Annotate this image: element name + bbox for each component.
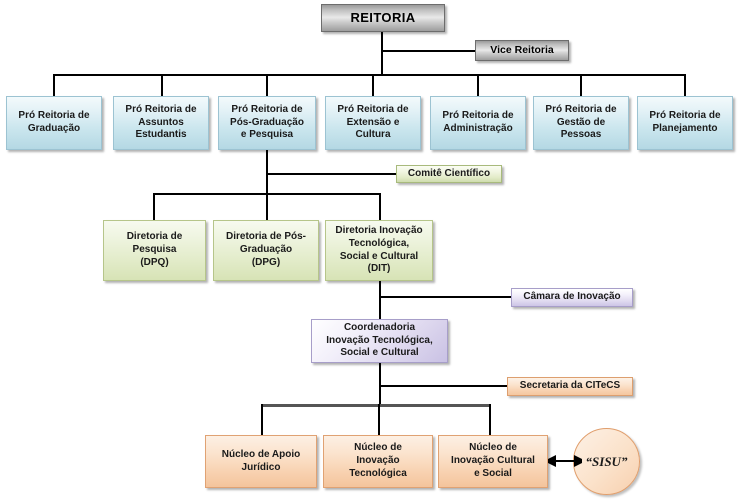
node-coordenadoria-inovacao[interactable]: Coordenadoria Inovação Tecnológica, Soci…: [311, 319, 448, 363]
node-comite-cientifico-label: Comitê Científico: [407, 167, 491, 179]
node-sisu-label: “SISU”: [585, 453, 628, 469]
node-vice-reitoria[interactable]: Vice Reitoria: [475, 40, 569, 61]
node-pro-reitoria-assuntos-estudantis[interactable]: Pró Reitoria de Assuntos Estudantis: [113, 96, 209, 150]
connector-drop-extensao: [372, 74, 374, 96]
connector-reitoria-stem: [381, 32, 383, 74]
connector-coordenadoria-stem: [379, 363, 381, 406]
node-nucleo-inovacao-tecnologica[interactable]: Núcleo de Inovação Tecnológica: [323, 435, 433, 488]
node-vice-reitoria-label: Vice Reitoria: [490, 43, 554, 56]
connector-to-camara-inovacao: [379, 296, 512, 298]
connector-drop-nucleo-juridico: [261, 404, 263, 435]
node-pro-reitoria-planejamento[interactable]: Pró Reitoria de Planejamento: [637, 96, 733, 150]
node-secretaria-citecs-label: Secretaria da CITeCS: [519, 380, 621, 392]
connector-nucleos-bus: [261, 404, 490, 407]
node-camara-inovacao[interactable]: Câmara de Inovação: [511, 288, 633, 307]
node-nucleo-apoio-juridico-label: Núcleo de Apoio Jurídico: [221, 448, 301, 473]
double-arrow-nucleo-cultural-sisu: [548, 455, 582, 467]
connector-drop-gestao: [580, 74, 582, 96]
node-pro-reitoria-graduacao[interactable]: Pró Reitoria de Graduação: [6, 96, 102, 150]
node-pro-reitoria-gestao-pessoas-label: Pró Reitoria de Gestão de Pessoas: [545, 103, 617, 141]
node-nucleo-inovacao-tecnologica-label: Núcleo de Inovação Tecnológica: [349, 442, 407, 479]
connector-drop-planejamento: [684, 74, 686, 96]
connector-drop-nucleo-tecnologica: [378, 404, 380, 435]
node-coordenadoria-inovacao-label: Coordenadoria Inovação Tecnológica, Soci…: [326, 321, 433, 359]
node-secretaria-citecs[interactable]: Secretaria da CITeCS: [507, 377, 633, 396]
connector-drop-nucleo-cultural: [489, 404, 491, 435]
node-diretoria-pesquisa[interactable]: Diretoria de Pesquisa (DPQ): [103, 220, 206, 281]
connector-to-secretaria-citecs: [379, 385, 508, 387]
node-pro-reitoria-administracao[interactable]: Pró Reitoria de Administração: [430, 96, 526, 150]
connector-pro-reitoria-bus: [53, 74, 685, 76]
connector-pos-pesquisa-stem: [266, 150, 268, 220]
node-pro-reitoria-assuntos-estudantis-label: Pró Reitoria de Assuntos Estudantis: [125, 103, 197, 141]
connector-drop-administracao: [477, 74, 479, 96]
node-nucleo-inovacao-cultural-social[interactable]: Núcleo de Inovação Cultural e Social: [438, 435, 548, 488]
node-diretoria-inovacao[interactable]: Diretoria Inovação Tecnológica, Social e…: [325, 220, 433, 281]
connector-drop-graduacao: [53, 74, 55, 96]
node-reitoria-label: REITORIA: [350, 9, 416, 25]
node-pro-reitoria-graduacao-label: Pró Reitoria de Graduação: [18, 110, 90, 134]
node-sisu[interactable]: “SISU”: [573, 428, 640, 495]
node-reitoria[interactable]: REITORIA: [321, 4, 445, 32]
connector-to-comite-cientifico: [266, 173, 397, 175]
connector-drop-pos-pesquisa: [266, 74, 268, 96]
connector-reitoria-to-vice: [381, 50, 475, 52]
node-pro-reitoria-pos-graduacao-pesquisa-label: Pró Reitoria de Pós-Graduação e Pesquisa: [230, 103, 304, 141]
node-diretoria-pesquisa-label: Diretoria de Pesquisa (DPQ): [126, 231, 183, 268]
connector-drop-diretoria-pos: [266, 193, 268, 220]
node-diretoria-inovacao-label: Diretoria Inovação Tecnológica, Social e…: [335, 224, 423, 275]
node-pro-reitoria-extensao-cultura-label: Pró Reitoria de Extensão e Cultura: [337, 103, 409, 141]
connector-dit-stem: [379, 281, 381, 319]
node-pro-reitoria-gestao-pessoas[interactable]: Pró Reitoria de Gestão de Pessoas: [533, 96, 629, 150]
connector-drop-diretoria-pesquisa: [153, 193, 155, 220]
connector-drop-assuntos: [161, 74, 163, 96]
node-nucleo-apoio-juridico[interactable]: Núcleo de Apoio Jurídico: [205, 435, 317, 488]
node-comite-cientifico[interactable]: Comitê Científico: [396, 165, 502, 183]
node-pro-reitoria-extensao-cultura[interactable]: Pró Reitoria de Extensão e Cultura: [325, 96, 421, 150]
node-camara-inovacao-label: Câmara de Inovação: [523, 291, 621, 303]
node-pro-reitoria-planejamento-label: Pró Reitoria de Planejamento: [649, 110, 721, 134]
node-pro-reitoria-pos-graduacao-pesquisa[interactable]: Pró Reitoria de Pós-Graduação e Pesquisa: [218, 96, 316, 150]
node-pro-reitoria-administracao-label: Pró Reitoria de Administração: [442, 110, 514, 134]
node-diretoria-pos-graduacao-label: Diretoria de Pós- Graduação (DPG): [225, 231, 307, 268]
node-nucleo-inovacao-cultural-social-label: Núcleo de Inovação Cultural e Social: [451, 442, 535, 479]
connector-drop-diretoria-inovacao: [379, 193, 381, 220]
node-diretoria-pos-graduacao[interactable]: Diretoria de Pós- Graduação (DPG): [213, 220, 319, 281]
